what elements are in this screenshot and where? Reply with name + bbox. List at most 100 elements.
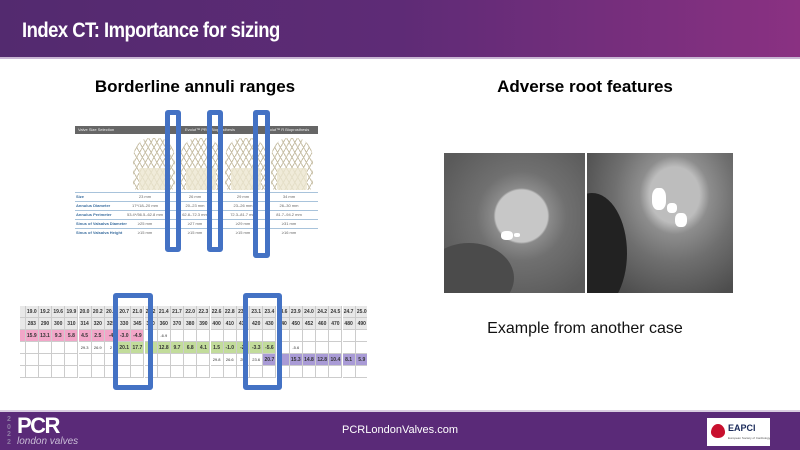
row-value: 29 mm <box>236 194 250 199</box>
grid-cell: 330 <box>118 318 132 330</box>
grid-cell: 22.3 <box>197 306 211 318</box>
row-value: 53.4*/56.5–62.8 mm <box>126 212 164 217</box>
grid-cell: 21.0 <box>131 306 145 318</box>
grid-cell: 19.9 <box>65 306 79 318</box>
grid-cell <box>184 366 198 378</box>
row-label: Sinus of Valsalva Diameter <box>76 221 127 226</box>
grid-cell <box>302 366 317 378</box>
grid-cell: 20.2 <box>91 306 105 318</box>
grid-cell: 1.5 <box>210 342 224 354</box>
grid-cell <box>65 366 79 378</box>
row-label: Annulus Perimeter <box>76 212 112 217</box>
grid-cell: 283 <box>25 318 39 330</box>
divider <box>0 57 800 59</box>
grid-cell <box>20 354 26 366</box>
grid-cell: 400 <box>210 318 224 330</box>
grid-cell: -6.9 <box>157 330 171 342</box>
grid-cell: 4.5 <box>78 330 92 342</box>
right-subtitle: Adverse root features <box>497 77 673 96</box>
header-label: Valve Size Selection <box>78 127 115 132</box>
eapci-sublabel: European Society of Cardiology <box>728 436 771 440</box>
grid-cell: 29.3 <box>78 342 92 354</box>
row-value: 23–26 mm <box>233 203 253 208</box>
grid-cell: 4.1 <box>197 342 211 354</box>
calcification <box>667 203 677 213</box>
highlight-bar <box>253 110 270 258</box>
row-value: 23 mm <box>138 194 152 199</box>
grid-cell <box>263 366 277 378</box>
grid-cell: 5.9 <box>355 354 367 366</box>
ct-tissue <box>587 193 627 293</box>
calcification <box>501 231 513 240</box>
grid-cell <box>65 342 79 354</box>
row-value: 81.7–94.2 mm <box>276 212 302 217</box>
grid-cell: -4.9 <box>131 330 145 342</box>
grid-cell: 290 <box>38 318 53 330</box>
grid-cell: 370 <box>170 318 185 330</box>
eapci-label: EAPCI <box>728 423 756 433</box>
valve-table-row: Sinus of Valsalva Height≥15 mm≥15 mm≥15 … <box>75 228 318 236</box>
grid-cell <box>25 366 39 378</box>
ct-image-left <box>444 153 585 293</box>
row-label: Annulus Diameter <box>76 203 111 208</box>
row-value: ≥25 mm <box>137 221 153 226</box>
grid-cell: 24.5 <box>329 306 343 318</box>
row-value: 17*/18–20 mm <box>131 203 158 208</box>
grid-cell: 460 <box>316 318 330 330</box>
grid-cell <box>38 366 53 378</box>
grid-cell <box>342 342 356 354</box>
grid-cell <box>289 330 303 342</box>
grid-cell <box>170 366 185 378</box>
grid-cell <box>52 354 66 366</box>
grid-cell <box>210 366 224 378</box>
row-value: ≥31 mm <box>281 221 297 226</box>
row-value: 26–30 mm <box>279 203 299 208</box>
grid-cell: 22.6 <box>210 306 224 318</box>
row-value: ≥15 mm <box>137 230 153 235</box>
grid-cell: 450 <box>289 318 303 330</box>
grid-cell <box>355 342 367 354</box>
product-2-label: Evolut™ R Bioprosthesis <box>265 127 310 132</box>
divider <box>0 410 800 412</box>
grid-cell <box>184 354 198 366</box>
grid-cell <box>316 330 330 342</box>
grid-cell: 12.8 <box>157 342 171 354</box>
row-value: 26 mm <box>188 194 202 199</box>
grid-cell <box>25 342 39 354</box>
grid-cell <box>250 330 264 342</box>
grid-cell: 14.8 <box>302 354 317 366</box>
grid-cell <box>52 366 66 378</box>
highlight-bar <box>207 110 223 252</box>
grid-cell: -3.3 <box>250 342 264 354</box>
grid-cell: 410 <box>223 318 237 330</box>
grid-cell: 6.8 <box>184 342 198 354</box>
grid-cell: -3.0 <box>118 330 132 342</box>
grid-cell: 15.3 <box>289 354 303 366</box>
grid-cell: 24.0 <box>302 306 317 318</box>
heart-icon <box>711 424 725 438</box>
grid-cell <box>65 354 79 366</box>
grid-cell: 345 <box>131 318 145 330</box>
grid-cell: 23.9 <box>289 306 303 318</box>
grid-cell <box>342 366 356 378</box>
grid-cell: 26.9 <box>91 342 105 354</box>
grid-cell: 20.0 <box>78 306 92 318</box>
grid-cell: 12.8 <box>316 354 330 366</box>
grid-cell <box>316 342 330 354</box>
grid-cell: 320 <box>91 318 105 330</box>
grid-cell <box>170 354 185 366</box>
grid-cell: 26.6 <box>223 354 237 366</box>
grid-cell <box>157 354 171 366</box>
row-value: ≥15 mm <box>187 230 203 235</box>
grid-cell <box>316 366 330 378</box>
grid-cell <box>263 330 277 342</box>
ct-caption: Example from another case <box>487 320 683 337</box>
grid-cell <box>118 366 132 378</box>
grid-cell <box>20 366 26 378</box>
website-link[interactable]: PCRLondonValves.com <box>342 424 458 436</box>
calcification <box>514 233 520 237</box>
